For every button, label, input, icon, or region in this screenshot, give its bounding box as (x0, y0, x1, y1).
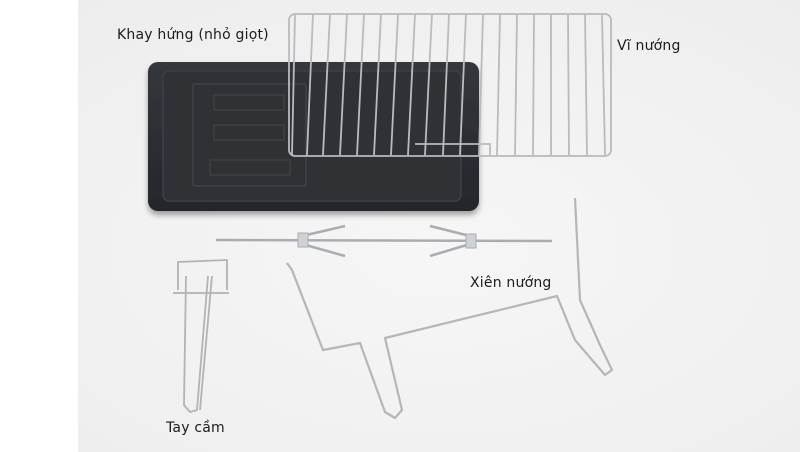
rotisserie-stand (286, 197, 614, 420)
left-margin (0, 0, 78, 452)
tray-handle (173, 259, 229, 413)
rotisserie-label: Xiên nướng (470, 275, 552, 291)
handle-label: Tay cầm (166, 420, 225, 436)
drip-tray-label: Khay hứng (nhỏ giọt) (117, 27, 269, 43)
grill-rack-label: Vĩ nướng (617, 38, 681, 54)
grill-rack (288, 13, 612, 157)
drip-tray (148, 62, 479, 211)
rotisserie-spit (215, 224, 553, 258)
